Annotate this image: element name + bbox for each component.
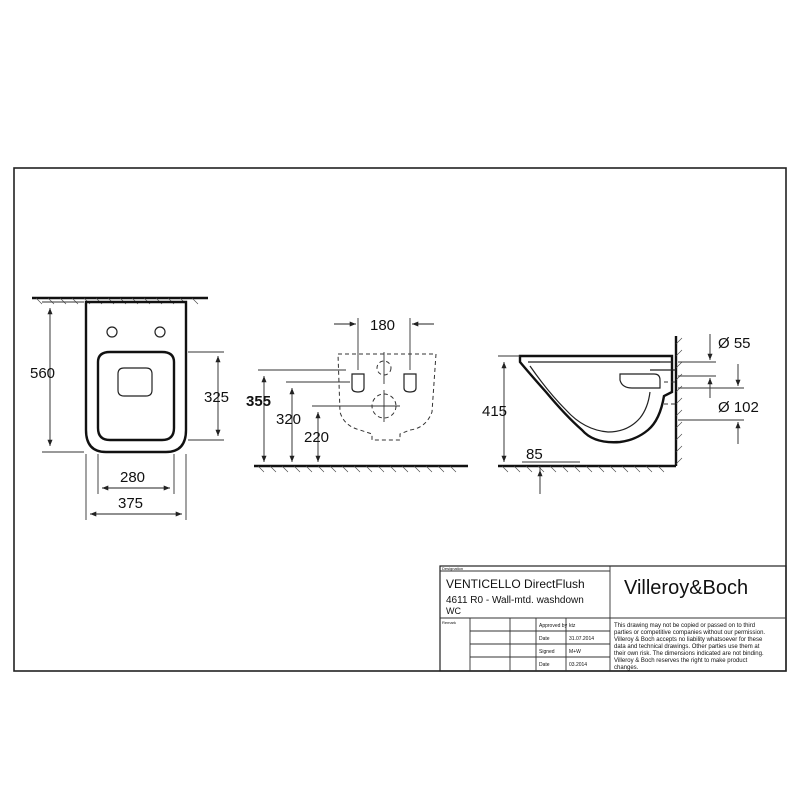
title-block: Designation VENTICELLO DirectFlush 4611 … xyxy=(439,565,787,672)
brand-name: Villeroy&Boch xyxy=(624,577,748,599)
side-view-bowl-inner xyxy=(528,361,660,433)
top-view-inner-opening xyxy=(117,367,153,397)
notice-line-4: data and technical drawings. Other parti… xyxy=(614,644,760,650)
product-line-2: 4611 R0 - Wall-mtd. washdown xyxy=(446,595,584,606)
notice-line-1: This drawing may not be copied or passed… xyxy=(614,623,755,629)
dim-seat-width: 280 xyxy=(120,469,145,486)
remarks-label: Remark xyxy=(442,620,456,625)
notice-line-6: Villeroy & Boch reserves the right to ma… xyxy=(614,658,748,664)
dim-bolt-spacing: 180 xyxy=(370,317,395,334)
product-line-3: WC xyxy=(446,606,461,616)
dim-outer-width: 375 xyxy=(118,495,143,512)
dim-height-total: 355 xyxy=(246,393,271,410)
front-view: 180 355 320 220 xyxy=(246,317,468,473)
front-slot-right xyxy=(403,373,417,393)
designation-label: Designation xyxy=(442,566,463,571)
dim-side-height: 415 xyxy=(482,403,507,420)
top-view-seat xyxy=(96,350,176,442)
top-view: 560 325 280 375 xyxy=(30,296,229,520)
row-2-label: Date xyxy=(539,636,550,642)
notice-line-7: changes. xyxy=(614,665,639,671)
row-3-label: Signed xyxy=(539,649,555,655)
row-1-value: ktz xyxy=(569,623,576,629)
dim-inlet-diameter: Ø 55 xyxy=(718,335,751,352)
dim-outlet-diameter: Ø 102 xyxy=(718,399,759,416)
dim-seat-length: 325 xyxy=(204,389,229,406)
dim-height-bolts: 320 xyxy=(276,411,301,428)
row-4-value: 03.2014 xyxy=(569,662,587,668)
dim-outlet-offset: 85 xyxy=(526,446,543,463)
fixing-hole-right xyxy=(154,326,166,338)
front-view-bowl-outline xyxy=(337,353,437,441)
dim-length: 560 xyxy=(30,365,55,382)
front-slot-left xyxy=(351,373,365,393)
drawing-frame xyxy=(13,167,787,672)
product-line-1: VENTICELLO DirectFlush xyxy=(446,577,585,591)
side-view-trap xyxy=(619,373,661,389)
row-2-value: 31.07.2014 xyxy=(569,636,594,642)
notice-line-2: parties or competitive companies without… xyxy=(614,630,765,636)
side-view-bowl-profile xyxy=(518,354,674,444)
row-3-value: M+W xyxy=(569,649,581,655)
side-view: 415 85 Ø 55 Ø 102 xyxy=(482,334,759,494)
notice-line-5: their own risk. The dimensions indicated… xyxy=(614,651,764,657)
top-view-bowl-outline xyxy=(84,300,188,454)
fixing-hole-left xyxy=(106,326,118,338)
row-4-label: Date xyxy=(539,662,550,668)
notice-line-3: Villeroy & Boch accepts no liability wha… xyxy=(614,637,763,643)
dim-height-outlet: 220 xyxy=(304,429,329,446)
row-1-label: Approved by xyxy=(539,623,568,629)
